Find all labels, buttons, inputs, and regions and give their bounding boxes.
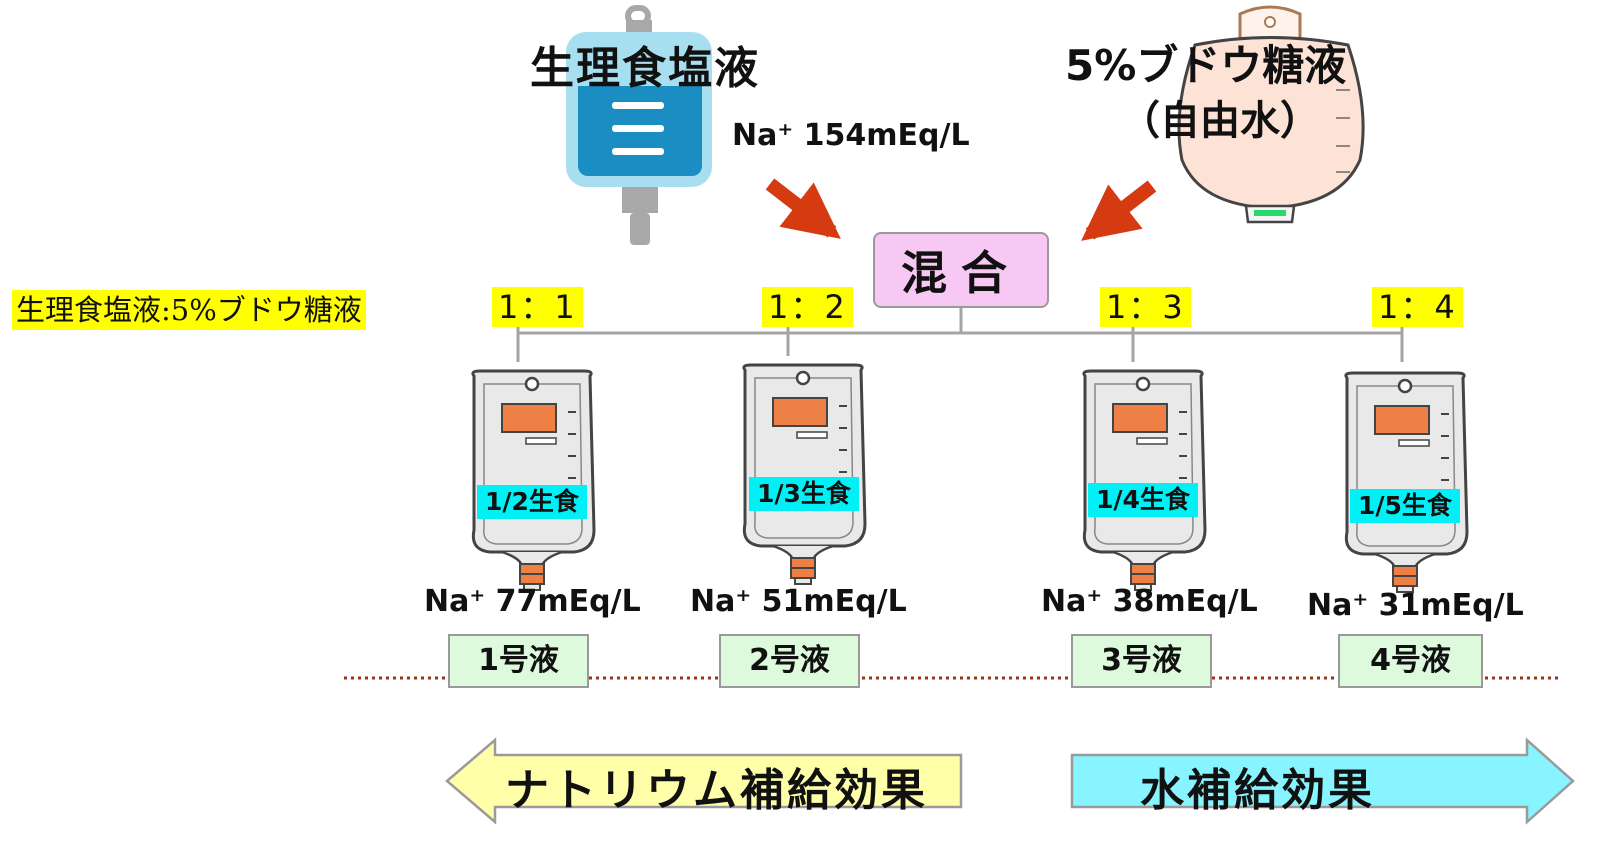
- ratio-3: 1：3: [1100, 287, 1191, 327]
- water-effect-label: 水補給効果: [1140, 765, 1375, 816]
- connector-lines: [516, 308, 1404, 362]
- dextrose-title: 5%ブドウ糖液: [1065, 41, 1347, 90]
- ratio-legend: 生理食塩液:5%ブドウ糖液: [12, 290, 366, 330]
- ratio-4: 1：4: [1372, 287, 1463, 327]
- dextrose-subtitle: （自由水）: [1120, 98, 1320, 144]
- iv-bag-icon: [566, 5, 712, 245]
- saline-pointer-arrow: [765, 178, 841, 239]
- sodium-effect-label: ナトリウム補給効果: [505, 765, 928, 816]
- sodium-effect-arrow: [445, 737, 963, 825]
- bag-label-3: 1/4生食: [1088, 483, 1198, 517]
- infusion-bag-icon: [742, 363, 867, 586]
- water-effect-arrow: [1070, 737, 1575, 825]
- mix-label: 混合: [901, 246, 1021, 300]
- sodium-label-1: Na⁺ 77mEq/L: [424, 584, 641, 619]
- infusion-bag-icon: [1344, 371, 1469, 594]
- bag-label-1: 1/2生食: [477, 485, 587, 519]
- dextrose-pointer-arrow: [1081, 180, 1157, 241]
- ratio-1: 1：1: [492, 287, 583, 327]
- infusion-bag-icon: [471, 369, 596, 592]
- sodium-label-4: Na⁺ 31mEq/L: [1307, 588, 1524, 623]
- infusion-bag-icon: [1082, 369, 1207, 592]
- solution-box-1: 1号液: [448, 634, 589, 688]
- solution-box-3: 3号液: [1071, 634, 1212, 688]
- bag-label-4: 1/5生食: [1350, 489, 1460, 523]
- solution-box-2: 2号液: [719, 634, 860, 688]
- saline-title: 生理食塩液: [530, 43, 760, 94]
- soft-iv-bag-icon: [1177, 5, 1365, 224]
- saline-sodium-label: Na⁺ 154mEq/L: [732, 118, 970, 153]
- bag-label-2: 1/3生食: [749, 477, 859, 511]
- mix-box: 混合: [873, 232, 1049, 308]
- solution-box-4: 4号液: [1338, 634, 1483, 688]
- sodium-label-3: Na⁺ 38mEq/L: [1041, 584, 1258, 619]
- ratio-2: 1：2: [762, 287, 853, 327]
- sodium-label-2: Na⁺ 51mEq/L: [690, 584, 907, 619]
